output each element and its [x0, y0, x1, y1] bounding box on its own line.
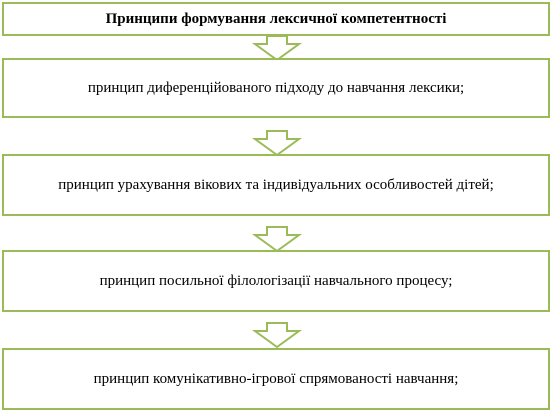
down-arrow-icon — [251, 35, 303, 61]
down-arrow-icon — [251, 226, 303, 252]
diagram-title-box: Принципи формування лексичної компетентн… — [2, 2, 550, 36]
principle-text: принцип посильної філологізації навчальн… — [99, 273, 453, 289]
down-arrow-icon — [251, 322, 303, 348]
principle-box: принцип посильної філологізації навчальн… — [2, 250, 550, 312]
down-arrow-icon — [251, 130, 303, 156]
diagram-title: Принципи формування лексичної компетентн… — [105, 11, 447, 27]
principle-text: принцип урахування вікових та індивідуал… — [58, 177, 494, 193]
principle-box: принцип урахування вікових та індивідуал… — [2, 154, 550, 216]
principle-text: принцип диференційованого підходу до нав… — [87, 80, 465, 96]
principle-text: принцип комунікативно-ігрової спрямовано… — [93, 371, 459, 387]
principle-box: принцип диференційованого підходу до нав… — [2, 58, 550, 118]
principle-box: принцип комунікативно-ігрової спрямовано… — [2, 348, 550, 410]
